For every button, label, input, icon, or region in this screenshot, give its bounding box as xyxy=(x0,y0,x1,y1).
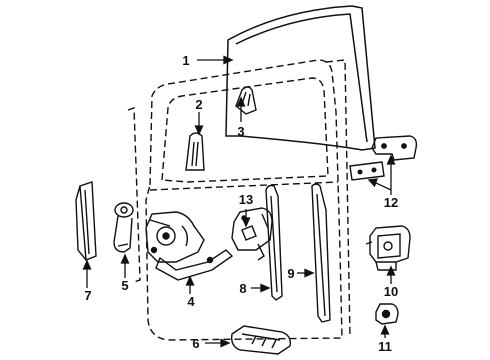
door-glass-part xyxy=(225,5,376,151)
callout-labels: 1 2 3 4 5 6 7 8 9 10 11 12 13 xyxy=(84,53,398,354)
callout-6-label: 6 xyxy=(192,336,199,351)
callout-12-label: 12 xyxy=(384,195,398,210)
rear-run-channel-part xyxy=(265,184,283,301)
callout-2-label: 2 xyxy=(195,97,202,112)
callout-7-label: 7 xyxy=(84,288,91,303)
glass-bracket-part xyxy=(235,86,257,115)
run-channel-strip-part xyxy=(311,183,331,323)
door-lock-part xyxy=(365,225,411,271)
callout-10-label: 10 xyxy=(384,284,398,299)
glass-channel-part xyxy=(185,132,205,171)
callout-1-label: 1 xyxy=(182,53,189,68)
callout-8-label: 8 xyxy=(239,281,246,296)
callout-9-label: 9 xyxy=(287,266,294,281)
front-run-channel-part xyxy=(75,181,97,262)
callout-13-label: 13 xyxy=(239,192,253,207)
lock-cylinder-part xyxy=(375,303,399,325)
window-crank-part xyxy=(113,202,134,253)
leader-lines xyxy=(82,55,396,348)
window-regulator-part xyxy=(145,211,234,281)
callout-5-label: 5 xyxy=(121,278,128,293)
door-outline xyxy=(127,59,351,341)
glass-guide-brackets-part xyxy=(349,135,418,181)
outside-handle-part xyxy=(230,325,292,355)
callout-11-label: 11 xyxy=(378,339,392,354)
callout-3-label: 3 xyxy=(237,124,244,139)
door-latch-part xyxy=(231,207,273,261)
callout-4-label: 4 xyxy=(187,294,195,309)
